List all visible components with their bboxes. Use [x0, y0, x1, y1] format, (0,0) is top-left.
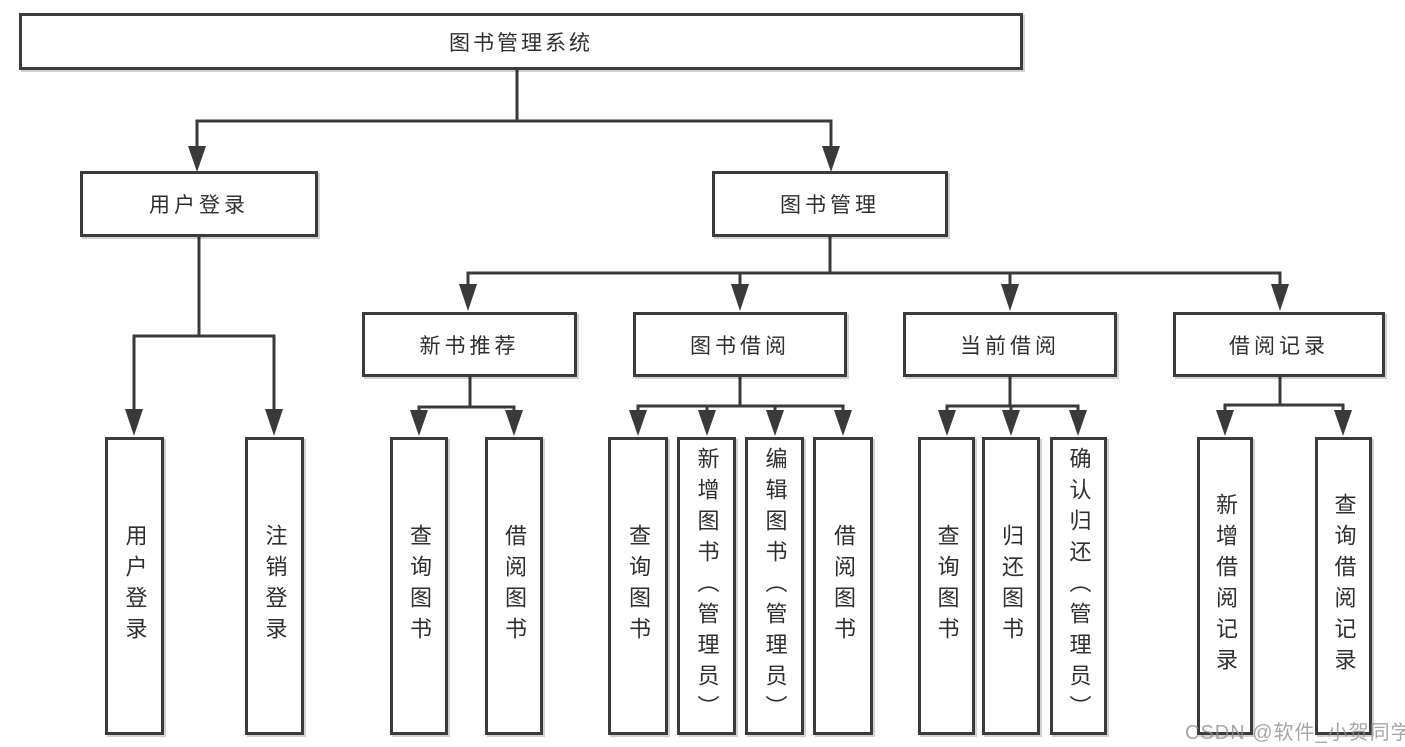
leaf-borrow-books-recommend: 借阅图书	[485, 437, 543, 735]
connector-root-to-level2	[188, 70, 840, 172]
node-user-login: 用户登录	[80, 171, 318, 237]
leaf-return-books: 归还图书	[982, 437, 1040, 735]
node-book-borrow: 图书借阅	[633, 312, 847, 377]
node-book-management: 图书管理	[712, 171, 948, 237]
leaf-user-login: 用户登录	[105, 437, 164, 735]
leaf-borrow-books: 借阅图书	[813, 437, 873, 735]
leaf-edit-books-admin: 编辑图书（管理员）	[745, 437, 804, 735]
node-borrow-records: 借阅记录	[1173, 312, 1385, 377]
leaf-add-borrow-record: 新增借阅记录	[1197, 437, 1253, 735]
leaf-query-books-recommend: 查询图书	[390, 437, 448, 735]
connector-borrow-records-branch	[1216, 377, 1352, 436]
csdn-watermark: CSDN @软件_小贺同学	[1185, 722, 1405, 744]
connector-book-borrow-branch	[629, 377, 852, 436]
connector-user-login-branch	[125, 237, 283, 436]
connector-current-borrow-branch	[938, 377, 1087, 436]
node-current-borrow: 当前借阅	[903, 312, 1117, 377]
node-library-management-system: 图书管理系统	[19, 13, 1023, 70]
leaf-confirm-return-admin: 确认归还（管理员）	[1050, 437, 1107, 735]
leaf-query-books-borrow: 查询图书	[608, 437, 668, 735]
connector-new-books-branch	[410, 377, 523, 436]
leaf-query-borrow-record: 查询借阅记录	[1315, 437, 1372, 735]
connector-book-management-branch	[459, 237, 1289, 311]
leaf-logout: 注销登录	[245, 437, 304, 735]
node-new-book-recommend: 新书推荐	[362, 312, 577, 377]
leaf-add-books-admin: 新增图书（管理员）	[677, 437, 736, 735]
leaf-query-books-current: 查询图书	[918, 437, 975, 735]
